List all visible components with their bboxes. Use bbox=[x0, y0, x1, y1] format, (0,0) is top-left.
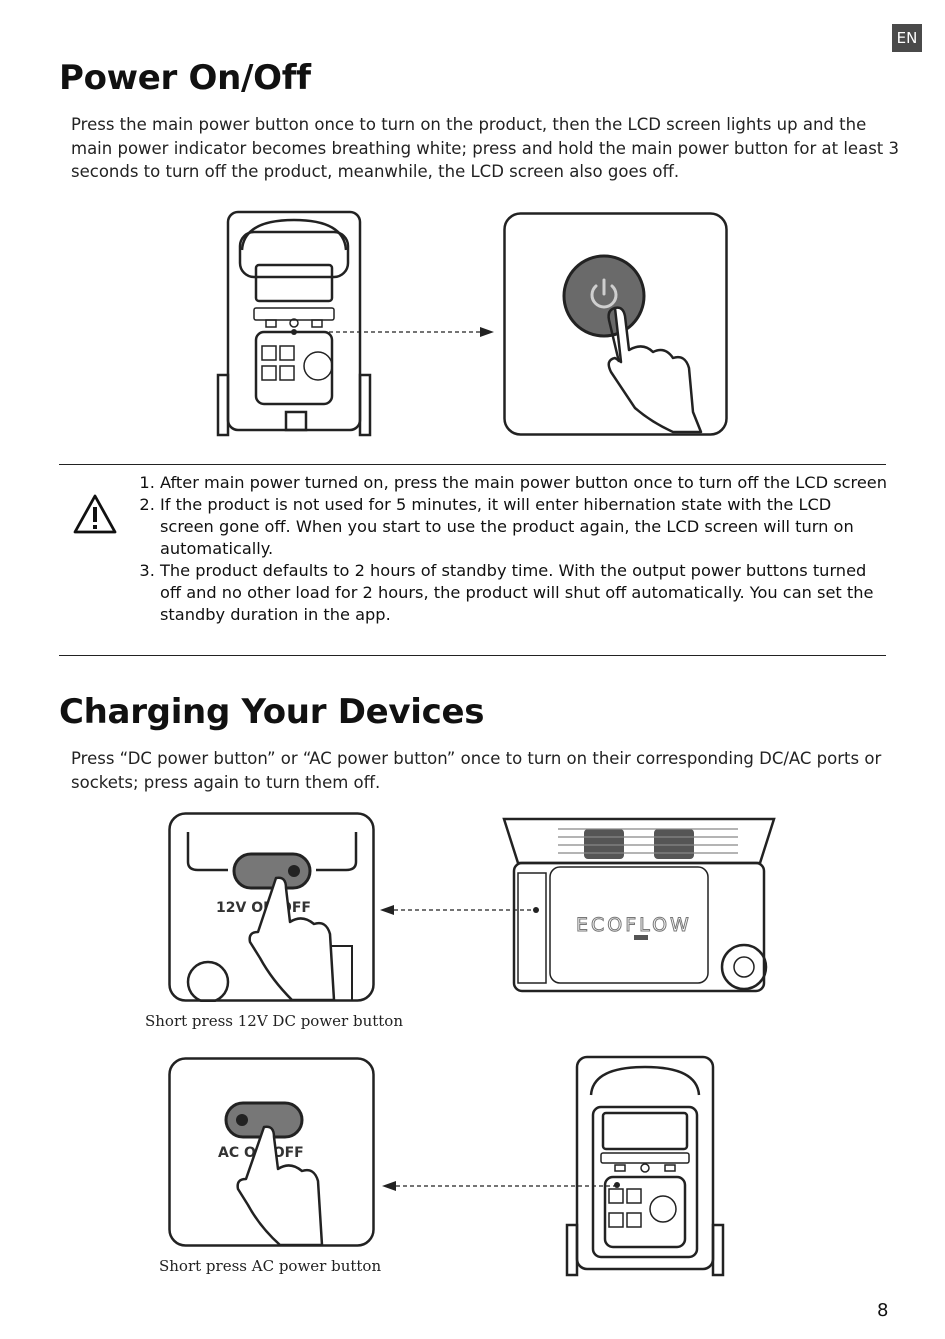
leader-arrow-power bbox=[294, 327, 494, 337]
section-title-power: Power On/Off bbox=[59, 58, 311, 98]
brand-logo: ECOFLOW bbox=[576, 914, 692, 936]
ac-power-button-closeup: AC ON/OFF bbox=[168, 1057, 375, 1247]
main-power-button-closeup bbox=[503, 212, 728, 436]
notes-box: After main power turned on, press the ma… bbox=[59, 464, 887, 656]
note-item: The product defaults to 2 hours of stand… bbox=[160, 560, 890, 626]
product-front-ac-illustration bbox=[565, 1055, 725, 1277]
notes-list: After main power turned on, press the ma… bbox=[136, 472, 890, 626]
note-item: After main power turned on, press the ma… bbox=[160, 472, 890, 494]
page-number: 8 bbox=[877, 1300, 889, 1321]
section-title-charging: Charging Your Devices bbox=[59, 692, 485, 732]
language-badge: EN bbox=[892, 24, 922, 52]
power-icon bbox=[590, 278, 618, 309]
power-instructions: Press the main power button once to turn… bbox=[71, 115, 899, 181]
product-side-illustration: ECOFLOW bbox=[502, 817, 776, 993]
leader-arrow-ac bbox=[382, 1181, 618, 1191]
ac-caption: Short press AC power button bbox=[159, 1257, 382, 1275]
product-front-illustration bbox=[216, 210, 372, 437]
dc-caption: Short press 12V DC power button bbox=[145, 1012, 404, 1030]
dc-power-button-closeup: 12V ON/OFF bbox=[168, 812, 375, 1002]
note-item: If the product is not used for 5 minutes… bbox=[160, 494, 890, 560]
charging-instructions: Press “DC power button” or “AC power but… bbox=[71, 749, 882, 792]
leader-arrow-dc bbox=[380, 905, 536, 915]
warning-icon bbox=[73, 494, 117, 534]
